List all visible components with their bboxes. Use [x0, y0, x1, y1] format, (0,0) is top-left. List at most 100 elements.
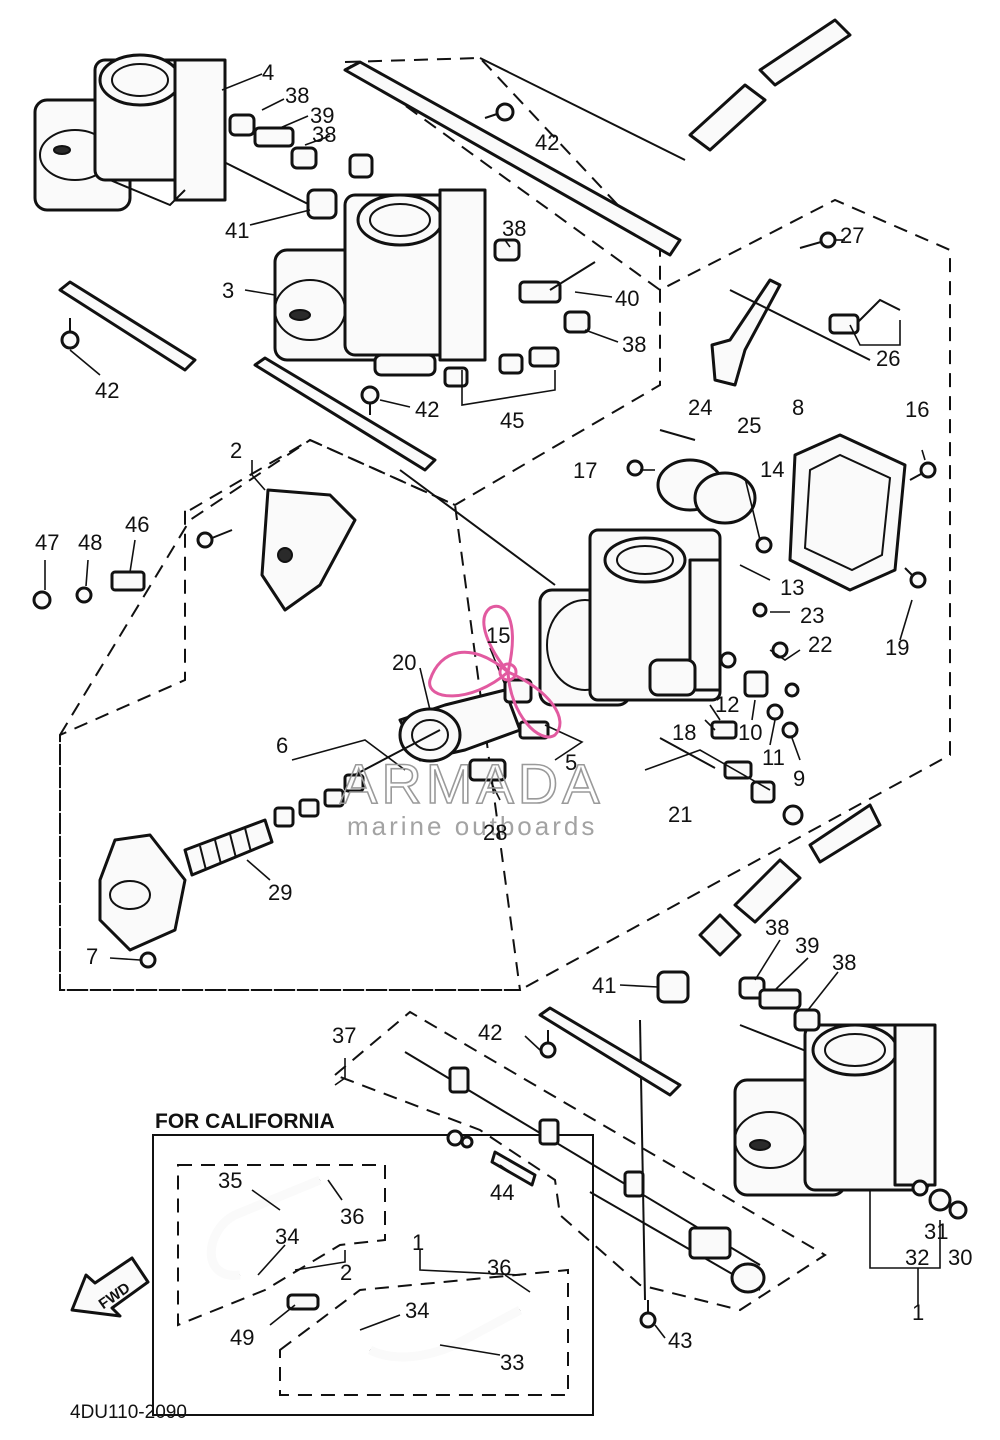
callout-11: 11 — [762, 745, 785, 770]
callout-45: 45 — [500, 408, 524, 433]
callout-47: 47 — [35, 530, 59, 555]
callout-35: 35 — [218, 1168, 242, 1193]
california-hoses — [206, 1175, 523, 1362]
callout-42: 42 — [95, 378, 119, 403]
callout-38: 38 — [285, 83, 309, 108]
callout-28: 28 — [483, 820, 507, 845]
carburetor-body — [538, 528, 722, 707]
callout-2: 2 — [230, 438, 242, 463]
callout-27: 27 — [840, 223, 864, 248]
callout-38: 38 — [502, 216, 526, 241]
callout-40: 40 — [615, 286, 639, 311]
callout-46: 46 — [125, 512, 149, 537]
callout-20: 20 — [392, 650, 416, 675]
callout-23: 23 — [800, 603, 824, 628]
group-outline-throttle-linkage — [333, 1010, 827, 1312]
watermark-propeller-icon — [428, 604, 562, 739]
callout-34: 34 — [275, 1224, 299, 1249]
group-outline-hose-1 — [279, 1268, 569, 1396]
callout-33: 33 — [500, 1350, 524, 1375]
callout-37: 37 — [332, 1023, 356, 1048]
callout-4: 4 — [262, 60, 274, 85]
callout-10: 10 — [738, 720, 762, 745]
jet-assembly — [659, 737, 804, 826]
callout-3: 3 — [222, 278, 234, 303]
callout-21: 21 — [668, 802, 692, 827]
callout-12: 12 — [715, 692, 739, 717]
fuel-hose-bottom — [698, 803, 882, 957]
callout-32: 32 — [905, 1245, 929, 1270]
callout-41: 41 — [592, 973, 616, 998]
drawing-code: 4DU110-2090 — [70, 1402, 187, 1423]
callout-36: 36 — [487, 1255, 511, 1280]
callout-18: 18 — [672, 720, 696, 745]
cover-bracket — [260, 488, 357, 612]
callout-13: 13 — [780, 575, 804, 600]
callout-38: 38 — [765, 915, 789, 940]
callout-44: 44 — [490, 1180, 514, 1205]
callout-38: 38 — [832, 950, 856, 975]
callout-36: 36 — [340, 1204, 364, 1229]
callout-42: 42 — [415, 397, 439, 422]
callout-9: 9 — [793, 766, 805, 791]
watermark: ARMADA marine outboards — [339, 604, 604, 841]
callout-24: 24 — [688, 395, 712, 420]
callout-42: 42 — [535, 130, 559, 155]
joints-bottom — [656, 970, 821, 1032]
callout-39: 39 — [795, 933, 819, 958]
callout-25: 25 — [737, 413, 761, 438]
linkage-bars — [58, 60, 682, 1097]
callout-42: 42 — [478, 1020, 502, 1045]
callout-15: 15 — [486, 623, 510, 648]
callout-41: 41 — [225, 218, 249, 243]
throttle-lever — [710, 278, 901, 387]
leader-fuel-hose-top — [479, 57, 686, 161]
carburetor-4 — [33, 53, 227, 212]
callout-22: 22 — [808, 632, 832, 657]
carburetor-bottom-right — [733, 1023, 937, 1197]
callout-leaders — [44, 73, 941, 1356]
callout-43: 43 — [668, 1328, 692, 1353]
callout-29: 29 — [268, 880, 292, 905]
fuel-hose-top — [688, 18, 852, 152]
callout-31: 31 — [924, 1219, 948, 1244]
top-cover — [98, 833, 187, 952]
callout-5: 5 — [565, 750, 577, 775]
callout-19: 19 — [885, 635, 909, 660]
callout-26: 26 — [876, 346, 900, 371]
callout-7: 7 — [86, 944, 98, 969]
callout-38: 38 — [622, 332, 646, 357]
float — [656, 458, 757, 525]
callout-14: 14 — [760, 457, 784, 482]
float-chamber-cover — [788, 433, 907, 592]
centerline-2 — [399, 469, 556, 586]
callout-39: 39 — [310, 103, 334, 128]
watermark-name: ARMADA — [340, 752, 604, 815]
callout-1: 1 — [912, 1300, 924, 1325]
linkage-shaft — [404, 1051, 766, 1294]
needle-assembly — [273, 729, 441, 828]
group-outline-hose-2 — [177, 1164, 386, 1327]
callout-8: 8 — [792, 395, 804, 420]
callout-labels: 1 1 2 2 3 4 5 6 7 8 9 10 11 12 13 14 15 … — [35, 60, 972, 1375]
callout-38: 38 — [312, 122, 336, 147]
fwd-arrow: FWD — [70, 1256, 150, 1318]
spring — [183, 818, 274, 877]
piston-diaphragm — [398, 688, 522, 763]
callout-34: 34 — [405, 1298, 429, 1323]
joints-top — [228, 113, 374, 220]
watermark-tagline: marine outboards — [347, 811, 597, 841]
joints-middle — [493, 238, 596, 334]
callout-2: 2 — [340, 1260, 352, 1285]
carburetor-3 — [273, 188, 487, 377]
callout-16: 16 — [905, 397, 929, 422]
callout-48: 48 — [78, 530, 102, 555]
section-heading: FOR CALIFORNIA — [155, 1110, 335, 1133]
callout-49: 49 — [230, 1325, 254, 1350]
callout-1: 1 — [412, 1230, 424, 1255]
group-outline-carb-assembly — [59, 56, 951, 991]
callout-30: 30 — [948, 1245, 972, 1270]
group-outline-carb-1 — [59, 438, 522, 991]
for-california-box — [152, 1134, 594, 1416]
